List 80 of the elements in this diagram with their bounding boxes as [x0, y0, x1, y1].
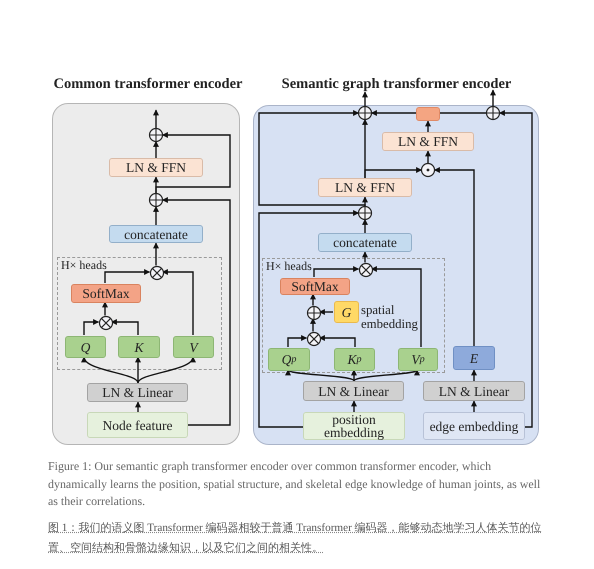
arrow	[310, 318, 316, 332]
arrow	[434, 167, 475, 346]
block: SoftMax	[280, 278, 350, 295]
arrow	[318, 309, 333, 315]
multiply-operator	[150, 266, 164, 280]
arrow	[83, 319, 100, 335]
arrow	[82, 356, 139, 384]
block: LN & FFN	[382, 132, 474, 151]
add-operator	[149, 193, 163, 207]
arrow	[287, 335, 308, 347]
dashed-box	[262, 258, 445, 373]
arrow	[362, 91, 368, 106]
arrow	[425, 120, 431, 132]
arrow	[110, 319, 139, 335]
arrow	[370, 266, 422, 347]
block: LN & Linear	[303, 381, 404, 401]
block: Q	[65, 336, 106, 358]
block: LN & Linear	[423, 381, 525, 401]
arrow	[104, 269, 150, 283]
arrow	[153, 140, 159, 158]
arrow	[258, 210, 360, 428]
arrow	[351, 400, 357, 412]
arrow	[471, 369, 477, 381]
arrow	[162, 197, 231, 426]
arrow	[153, 109, 159, 128]
arrow	[353, 369, 418, 382]
block: LN & Linear	[87, 383, 188, 402]
add-operator	[486, 106, 500, 120]
panel-title: Common transformer encoder	[52, 76, 244, 93]
arrow	[153, 206, 159, 225]
add-operator	[358, 206, 372, 220]
dashed-box	[57, 257, 222, 370]
arrow	[362, 218, 368, 233]
arrow	[135, 356, 141, 383]
figure-caption: Figure 1: Our semantic graph transformer encoder over common transformer encoder, which dynamically learns the position, spatial structure, and skeletal edge knowledge of human joints, as well as their correlations.	[48, 458, 542, 510]
block: LN & FFN	[318, 178, 412, 197]
block: Node feature	[87, 412, 188, 438]
arrow	[498, 110, 533, 428]
arrow	[425, 150, 431, 164]
block: G	[334, 301, 359, 323]
arrow	[318, 335, 356, 347]
multiply-operator	[307, 332, 321, 346]
arrow	[258, 110, 366, 208]
add-operator	[307, 306, 321, 320]
block: K	[118, 336, 160, 358]
arrow	[313, 266, 360, 277]
add-operator	[358, 106, 372, 120]
arrow	[137, 356, 194, 384]
heads-label: H× heads	[61, 258, 107, 273]
block: LN & FFN	[109, 158, 203, 177]
block: edge embedding	[423, 412, 525, 440]
arrow	[364, 167, 422, 178]
arrow	[162, 269, 194, 335]
arrow	[135, 401, 141, 412]
empty-block	[416, 107, 440, 121]
dot-product-operator	[421, 163, 435, 177]
block: E	[453, 346, 495, 370]
block: concatenate	[109, 225, 203, 243]
arrow	[362, 196, 368, 206]
arrow	[471, 400, 477, 412]
multiply-operator	[359, 263, 373, 277]
block: V	[173, 336, 214, 358]
translated-caption: 图 1：我们的语义图 Transformer 编码器相较于普通 Transformer 编码器，能够动态地学习人体关节的位置、空间结构和骨骼边缘知识，以及它们之间的相关性。	[48, 520, 543, 556]
block: position embedding	[303, 412, 405, 440]
arrow	[155, 132, 231, 194]
connector-line	[440, 112, 486, 114]
block: SoftMax	[71, 284, 141, 303]
panel-title: Semantic graph transformer encoder	[280, 76, 512, 93]
arrow	[153, 242, 159, 266]
heads-label: H× heads	[266, 259, 312, 274]
arrow	[310, 293, 316, 306]
add-operator	[149, 128, 163, 142]
arrow	[370, 110, 416, 116]
arrow	[102, 301, 108, 316]
arrow	[490, 89, 496, 106]
arrow	[288, 369, 355, 382]
multiply-operator	[99, 316, 113, 330]
arrow	[362, 251, 368, 262]
arrow	[351, 369, 357, 381]
block: concatenate	[318, 233, 412, 252]
